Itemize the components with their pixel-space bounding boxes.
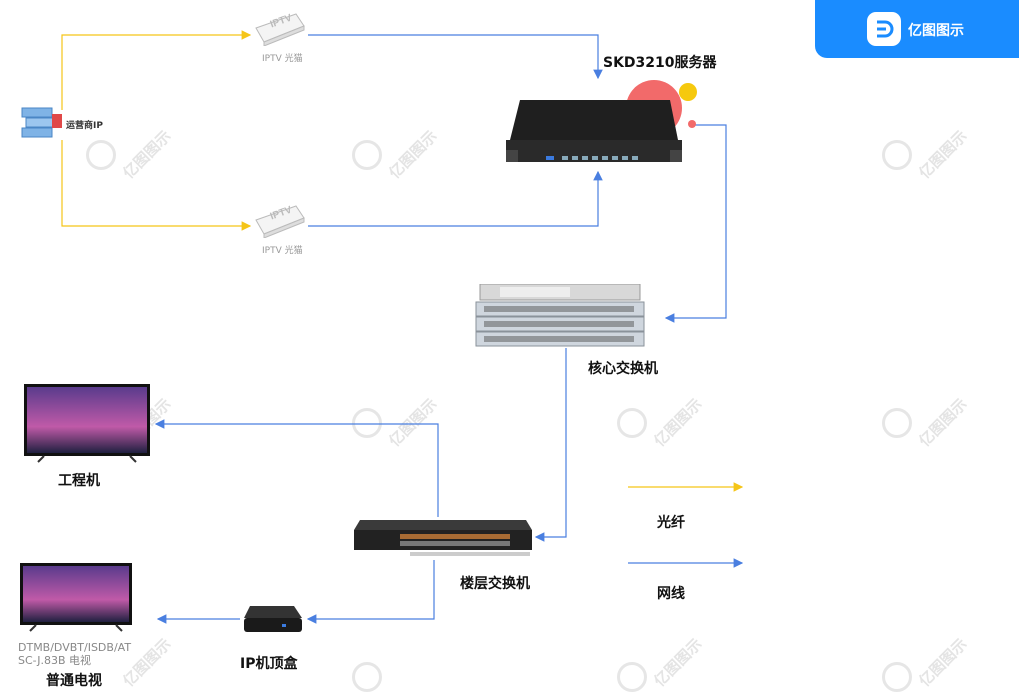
iptv-modem-bottom[interactable]: IPTV IPTV 光猫 (252, 202, 308, 256)
ethernet-iptv-bottom-server (308, 170, 603, 227)
brand-logo-icon (867, 12, 901, 46)
server-label: SKD3210服务器 (603, 55, 717, 71)
watermark-logo-icon (617, 408, 647, 438)
normal-tv-node[interactable] (20, 563, 134, 638)
watermark-logo-icon (352, 662, 382, 692)
iptv-bottom-label: IPTV 光猫 (262, 246, 303, 256)
iptv-modem-top[interactable]: IPTV IPTV 光猫 (252, 10, 308, 64)
core-switch-icon (475, 283, 645, 347)
tv-icon (24, 384, 150, 463)
watermark-logo-icon (882, 408, 912, 438)
operator-ip-label: 运营商IP (66, 121, 103, 131)
server-stack-icon (21, 107, 62, 138)
ethernet-core-floor (534, 348, 567, 542)
floor-switch-label: 楼层交换机 (460, 576, 530, 592)
server-appliance-icon (506, 80, 697, 162)
iptv-modem-icon (255, 13, 305, 47)
watermark-logo-icon (352, 140, 382, 170)
watermark-logo-icon (617, 662, 647, 692)
iptv-top-label: IPTV 光猫 (262, 54, 303, 64)
tv-icon (20, 563, 132, 632)
ethernet-server-core (664, 124, 727, 323)
legend-ethernet-label: 网线 (657, 586, 685, 602)
settop-box-icon (244, 606, 302, 632)
fiber-line-bottom (61, 140, 252, 231)
watermark-logo-icon (882, 662, 912, 692)
ethernet-floor-stb (306, 560, 435, 624)
legend-fiber-label: 光纤 (657, 515, 685, 531)
engineering-tv-node[interactable] (24, 384, 152, 469)
settop-box-node[interactable] (242, 600, 306, 645)
fiber-line-top (61, 30, 252, 110)
ethernet-iptv-top-server (308, 34, 603, 80)
brand-name: 亿图图示 (908, 23, 964, 39)
ethernet-floor-tv (154, 419, 439, 517)
core-switch-node[interactable] (470, 283, 650, 355)
floor-switch-node[interactable] (350, 516, 536, 565)
brand-badge[interactable]: 亿图图示 (815, 0, 1019, 58)
server-node[interactable] (500, 80, 710, 185)
watermark-logo-icon (882, 140, 912, 170)
watermark-logo-icon (352, 408, 382, 438)
floor-switch-icon (354, 520, 532, 556)
operator-ip-node[interactable]: 运营商IP (20, 102, 103, 149)
watermark-logo-icon (86, 140, 116, 170)
tv-standards-label: DTMB/DVBT/ISDB/AT SC-J.83B 电视 (18, 641, 132, 667)
normal-tv-label: 普通电视 (46, 673, 102, 689)
iptv-modem-icon (255, 205, 305, 239)
engineering-tv-label: 工程机 (58, 473, 100, 489)
settop-box-label: IP机顶盒 (240, 656, 298, 672)
core-switch-label: 核心交换机 (588, 361, 658, 377)
